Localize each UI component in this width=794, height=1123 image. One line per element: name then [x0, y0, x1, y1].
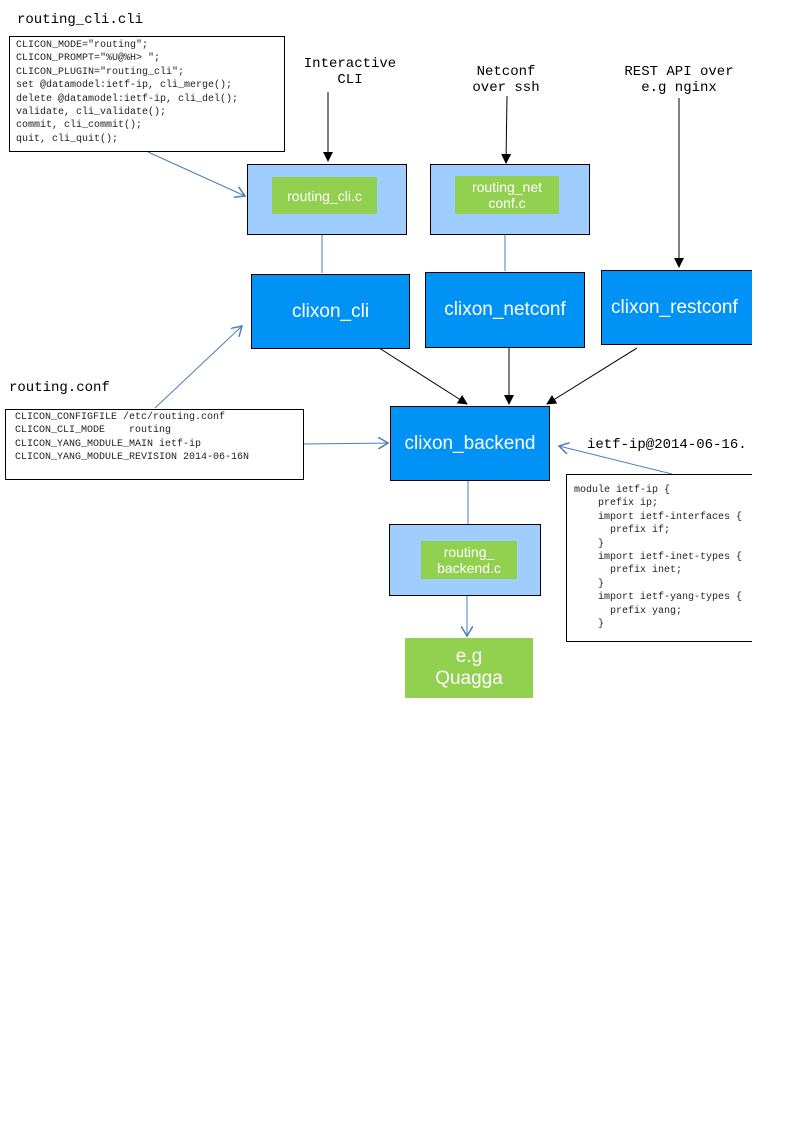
arrow-restconf-to-backend	[546, 347, 638, 405]
clixon-backend: clixon_backend	[390, 406, 550, 481]
routing-netconf-plugin: routing_net conf.c	[455, 176, 559, 214]
code-line: }	[574, 538, 605, 550]
code-line: CLICON_CLI_MODE routing	[15, 425, 172, 437]
code-line: quit, cli_quit();	[16, 133, 119, 145]
code-line: validate, cli_validate();	[16, 107, 167, 119]
code-line: CLICON_PROMPT="%U@%H> ";	[16, 53, 161, 65]
arrow-yang-to-backend	[559, 446, 673, 475]
code-line: CLICON_YANG_MODULE_REVISION 2014-06-16N	[15, 452, 250, 464]
clixon-restconf: clixon_restconf	[601, 270, 752, 345]
clixon-cli: clixon_cli	[251, 274, 410, 349]
code-line: prefix yang;	[574, 605, 683, 617]
code-line: module ietf-ip {	[574, 485, 671, 496]
arrow-cli-to-backend	[375, 345, 468, 405]
code-line: import ietf-interfaces {	[574, 511, 743, 523]
netconf-label: Netconf over ssh	[472, 64, 540, 96]
arrow-conf-to-cli	[154, 326, 242, 409]
interactive-cli-label: Interactive CLI	[303, 56, 397, 88]
restapi-label: REST API over e.g nginx	[624, 64, 734, 96]
arrow-netconf-ssh	[501, 95, 512, 164]
code-line: CLICON_PLUGIN="routing_cli";	[16, 66, 185, 78]
code-line: delete @datamodel:ietf-ip, cli_del();	[16, 93, 239, 105]
code-line: CLICON_CONFIGFILE /etc/routing.conf	[15, 412, 226, 423]
routing-cli-plugin: routing_cli.c	[272, 177, 377, 214]
code-line: prefix ip;	[574, 498, 659, 510]
code-line: prefix if;	[574, 525, 671, 537]
connectors	[147, 92, 684, 1123]
arrow-clifile-to-plugin	[147, 151, 245, 196]
code-line: }	[574, 619, 605, 631]
code-line: import ietf-inet-types {	[574, 552, 743, 564]
yang-file-title: ietf-ip@2014-06-16.	[587, 437, 747, 453]
code-line: import ietf-yang-types {	[574, 592, 743, 604]
code-line: CLICON_MODE="routing";	[16, 40, 149, 51]
yang-module-box: module ietf-ip { prefix ip; import ietf-…	[566, 474, 752, 642]
arrow-conf-to-backend	[303, 443, 388, 444]
code-line: set @datamodel:ietf-ip, cli_merge();	[16, 80, 233, 92]
code-line: CLICON_YANG_MODULE_MAIN ietf-ip	[15, 438, 202, 450]
routing-cli-file-title: routing_cli.cli	[17, 12, 144, 28]
code-line: commit, cli_commit();	[16, 120, 143, 132]
quagga-target: e.g Quagga	[405, 638, 533, 698]
routing-cli-file-box: CLICON_MODE="routing"; CLICON_PROMPT="%U@…	[9, 36, 285, 152]
routing-conf-title: routing.conf	[9, 380, 110, 396]
code-line: prefix inet;	[574, 565, 683, 577]
clixon-netconf: clixon_netconf	[425, 272, 585, 348]
code-line: }	[574, 578, 605, 590]
routing-backend-plugin: routing_ backend.c	[421, 541, 517, 579]
